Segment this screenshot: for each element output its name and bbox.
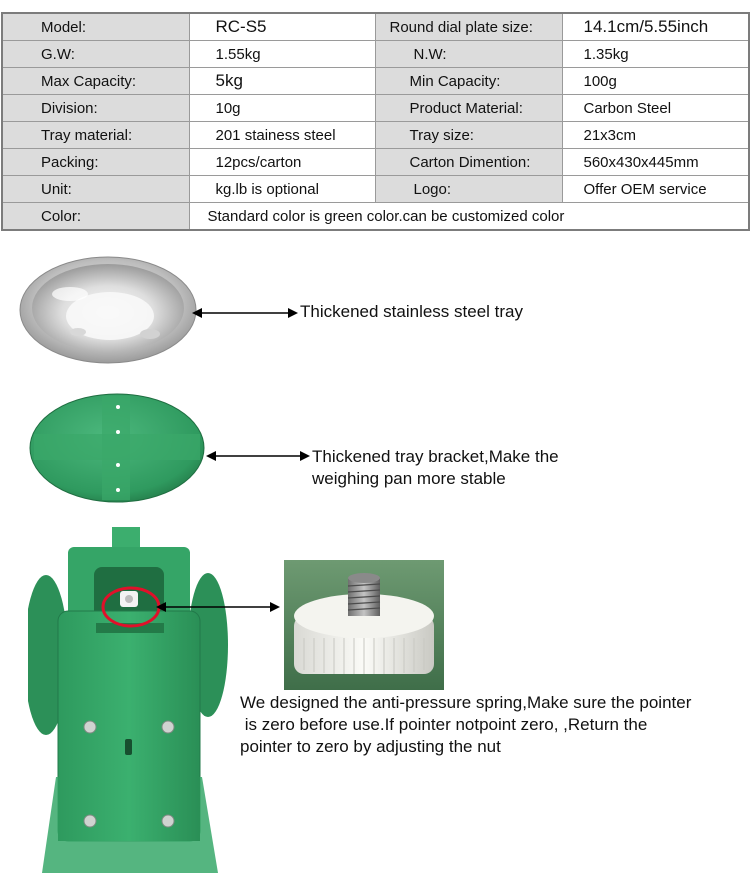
nw-value: 1.35kg [561, 40, 750, 68]
tray-size-value: 21x3cm [561, 121, 750, 149]
gw-label: G.W: [1, 40, 190, 68]
min-capacity-label: Min Capacity: [374, 67, 563, 95]
material-value: Carbon Steel [561, 94, 750, 122]
stainless-tray-image [19, 256, 197, 364]
packing-label: Packing: [1, 148, 190, 176]
tray-size-label: Tray size: [374, 121, 563, 149]
tray-material-label: Tray material: [1, 121, 190, 149]
double-arrow-icon [192, 308, 298, 318]
material-label: Product Material: [374, 94, 563, 122]
spring-callout-line: is zero before use.If pointer notpoint z… [240, 715, 648, 734]
color-value: Standard color is green color.can be cus… [188, 202, 750, 231]
logo-label: Logo: [374, 175, 563, 203]
bracket-callout: Thickened tray bracket,Make the weighing… [312, 446, 559, 490]
spec-row: Max Capacity: 5kg Min Capacity: 100g [1, 67, 750, 95]
spring-callout: We designed the anti-pressure spring,Mak… [240, 692, 691, 758]
model-label: Model: [1, 12, 190, 41]
bracket-callout-line: weighing pan more stable [312, 469, 506, 488]
max-capacity-value: 5kg [188, 67, 376, 95]
tray-material-value: 201 stainess steel [188, 121, 376, 149]
spec-table: Model: RC-S5 Round dial plate size: 14.1… [1, 12, 750, 231]
dial-size-value: 14.1cm/5.55inch [561, 12, 750, 41]
division-label: Division: [1, 94, 190, 122]
carton-value: 560x430x445mm [561, 148, 750, 176]
division-value: 10g [188, 94, 376, 122]
spec-row: Color: Standard color is green color.can… [1, 202, 750, 231]
carton-label: Carton Dimention: [374, 148, 563, 176]
double-arrow-icon [206, 451, 310, 461]
dial-size-label: Round dial plate size: [374, 12, 563, 41]
spec-row: Division: 10g Product Material: Carbon S… [1, 94, 750, 122]
logo-value: Offer OEM service [561, 175, 750, 203]
model-value: RC-S5 [188, 12, 376, 41]
spec-row: G.W: 1.55kg N.W: 1.35kg [1, 40, 750, 68]
min-capacity-value: 100g [561, 67, 750, 95]
max-capacity-label: Max Capacity: [1, 67, 190, 95]
tray-callout: Thickened stainless steel tray [300, 302, 523, 321]
spec-row: Model: RC-S5 Round dial plate size: 14.1… [1, 12, 750, 41]
tray-bracket-image [29, 393, 205, 503]
spec-row: Tray material: 201 stainess steel Tray s… [1, 121, 750, 149]
adjusting-nut-photo [284, 560, 444, 690]
double-arrow-icon [156, 602, 280, 612]
spec-row: Packing: 12pcs/carton Carton Dimention: … [1, 148, 750, 176]
unit-value: kg.lb is optional [188, 175, 376, 203]
spring-callout-line: pointer to zero by adjusting the nut [240, 737, 501, 756]
bracket-callout-line: Thickened tray bracket,Make the [312, 447, 559, 466]
spec-row: Unit: kg.lb is optional Logo: Offer OEM … [1, 175, 750, 203]
scale-body-image [28, 527, 228, 873]
spring-callout-line: We designed the anti-pressure spring,Mak… [240, 693, 692, 712]
color-label: Color: [1, 202, 190, 231]
gw-value: 1.55kg [188, 40, 376, 68]
packing-value: 12pcs/carton [188, 148, 376, 176]
unit-label: Unit: [1, 175, 190, 203]
nw-label: N.W: [374, 40, 563, 68]
